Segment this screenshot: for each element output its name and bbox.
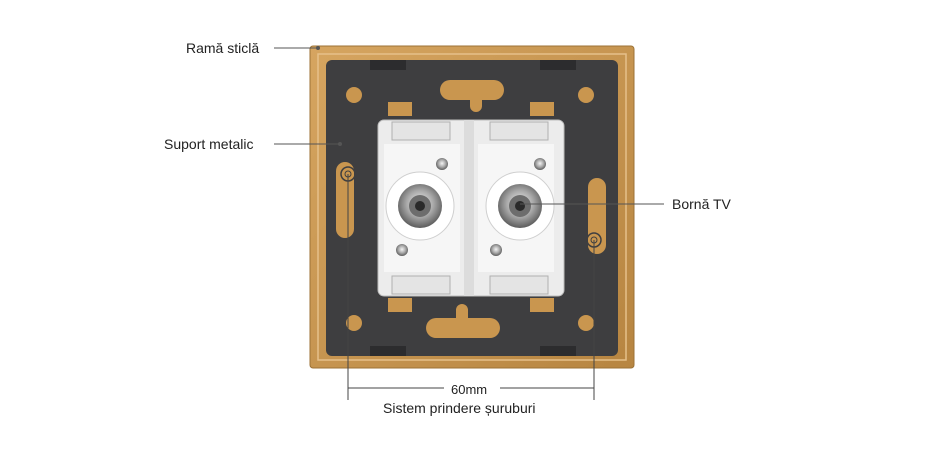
frame-leader-dot: [316, 46, 320, 50]
module-jaw: [391, 275, 451, 295]
corner-hole: [346, 87, 362, 103]
module-jaw: [489, 121, 549, 141]
plate-notch: [540, 60, 576, 70]
module-screw: [534, 158, 546, 170]
corner-hole: [578, 87, 594, 103]
module-screw: [490, 244, 502, 256]
module-jaw: [489, 275, 549, 295]
frame-label: Ramă sticlă: [186, 40, 260, 56]
plate-notch: [540, 346, 576, 356]
gold-clip: [530, 298, 554, 312]
module-divider: [464, 120, 474, 296]
plate-notch: [370, 60, 406, 70]
gold-clip: [530, 102, 554, 116]
gold-clip: [388, 102, 412, 116]
dimension-label: 60mm: [451, 382, 488, 397]
corner-hole: [346, 315, 362, 331]
support-label: Suport metalic: [164, 136, 254, 152]
plate-notch: [370, 346, 406, 356]
tv-connector-right: [485, 171, 555, 241]
right-mount-slot: [588, 178, 606, 254]
module-screw: [396, 244, 408, 256]
tv-connector-left: [385, 171, 455, 241]
terminal-label: Bornă TV: [672, 196, 731, 212]
module-screw: [436, 158, 448, 170]
top-keyhole-slot: [440, 80, 504, 112]
support-leader-dot: [338, 142, 342, 146]
frame-inner-edge: [317, 53, 627, 361]
mounting-label: Sistem prindere șuruburi: [383, 400, 536, 416]
gold-clip: [388, 298, 412, 312]
module-jaw: [391, 121, 451, 141]
corner-hole: [578, 315, 594, 331]
bottom-keyhole-slot: [426, 304, 500, 338]
